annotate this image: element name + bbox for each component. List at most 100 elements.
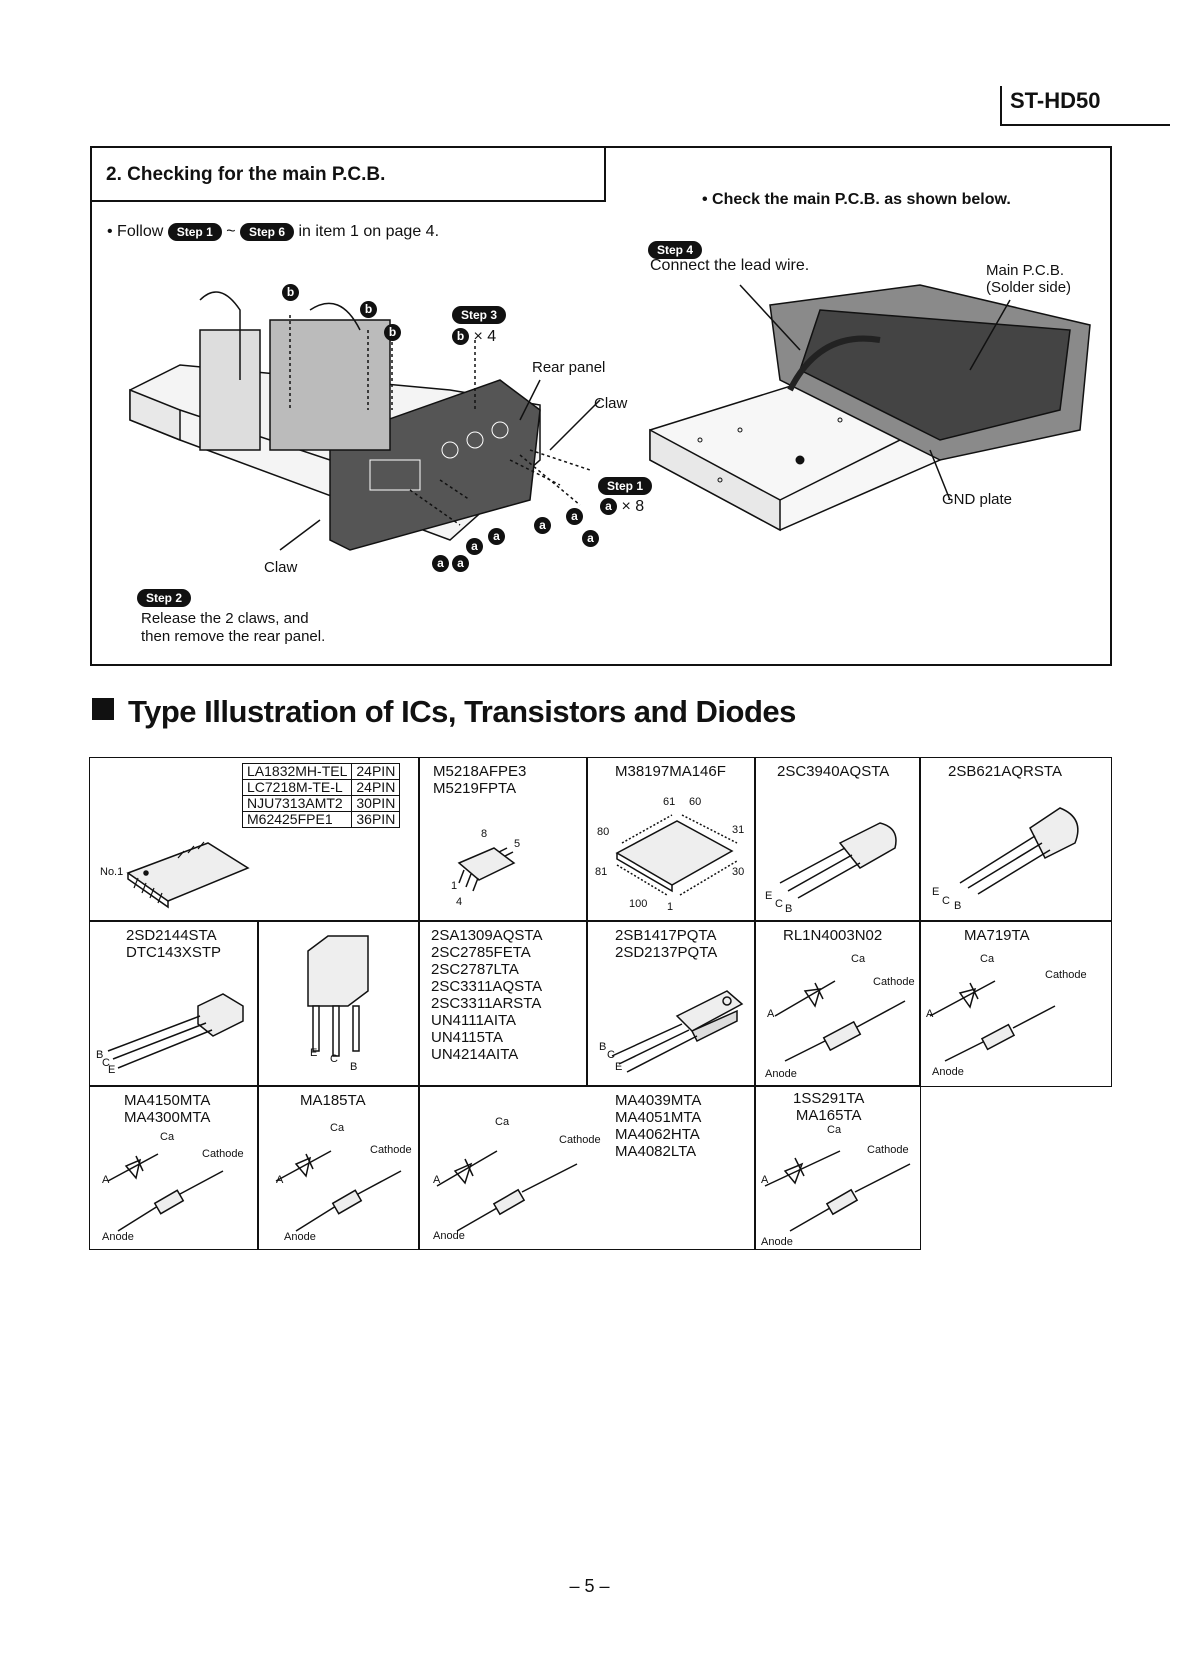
pin-label: 31 [732,824,745,836]
to92-transistor-icon [779,822,897,899]
pin-label: 30 [732,866,745,878]
claw-label: Claw [264,559,298,576]
pin-label: A [433,1174,441,1186]
section-box [90,146,1112,666]
part-name: 2SC3940AQSTA [777,763,890,780]
pin-label: 81 [595,866,608,878]
sop8-ic-icon [457,847,516,892]
pin-label: Cathode [370,1144,412,1156]
part-name: 2SB621AQRSTA [948,763,1062,780]
step1-callout: Step 1 [598,476,653,496]
pin-label: Cathode [202,1148,244,1160]
pin-label: 60 [689,796,702,808]
check-note: • Check the main P.C.B. as shown below. [702,191,1011,208]
pin-label: 100 [629,898,648,910]
diode-icon [107,1153,224,1232]
part-name: MA185TA [300,1092,366,1109]
pin-label: E [310,1047,318,1059]
table-cell: M5218AFPE3 M5219FPTA 8 5 1 4 [418,757,588,922]
pin-label: A [761,1174,769,1186]
pin-label: Anode [284,1231,316,1243]
pin-label: Ca [160,1131,175,1143]
pin-label: B [96,1049,104,1061]
header-rule [1000,86,1002,126]
qfp-ic-icon [615,814,738,896]
screw-a-icon: a [534,517,551,534]
step-badge: Step 3 [452,305,507,324]
pin-label: A [767,1008,775,1020]
header-rule [1000,124,1170,126]
pin-label: Cathode [873,976,915,988]
screw-a-icon: a [582,530,599,547]
table-cell: 2SB621AQRSTA E C B [919,757,1112,922]
pin-label: 1 [667,901,674,913]
part-name: RL1N4003N02 [783,927,883,944]
section-title: 2. Checking for the main P.C.B. [106,164,386,185]
section-heading: Type Illustration of ICs, Transistors an… [92,694,796,730]
part-list: MA4039MTA MA4051MTA MA4062HTA MA4082LTA [615,1092,702,1160]
step-badge: Step 1 [167,222,222,241]
section-title-box: 2. Checking for the main P.C.B. [90,146,606,202]
screw-a-icon: a [488,528,505,545]
pin-label: Ca [851,953,866,965]
page-number: – 5 – [569,1576,610,1596]
pin-label: 8 [481,828,488,840]
pin-label: Cathode [1045,969,1087,981]
pin-label: A [102,1174,110,1186]
pin-label: E [765,890,773,902]
pin-label: E [108,1064,116,1076]
pin-label: Cathode [867,1144,909,1156]
pin-label: Anode [765,1068,797,1080]
screw-b-icon: b [282,284,299,301]
part-list: 1SS291TA MA165TA [793,1090,865,1124]
pin-label: 4 [456,896,463,908]
pin-label: Cathode [559,1134,601,1146]
part-list: 2SA1309AQSTA 2SC2785FETA 2SC2787LTA 2SC3… [431,927,543,1063]
pin-label: C [330,1053,338,1065]
part-list: M5218AFPE3 M5219FPTA [433,763,527,797]
screw-a-icon: a [452,555,469,572]
screw-b-icon: b [384,324,401,341]
table-cell: 2SD2144STA DTC143XSTP B C E [89,920,259,1087]
pin-label: C [102,1057,110,1069]
pin-label: No.1 [100,866,124,878]
part-name: M38197MA146F [615,763,726,780]
table-cell: MA185TA Ca Cathode A Anode [257,1085,420,1250]
step3-callout: Step 3 [452,305,507,325]
screw-a-icon: a [600,498,617,516]
step-badge: Step 4 [648,240,703,259]
step4-callout: Step 4 [648,240,703,260]
diode-icon [436,1150,578,1232]
table-cell: 2SC3940AQSTA E C B [754,757,921,922]
part-list: 2SD2144STA DTC143XSTP [126,927,222,961]
part-list: MA4150MTA MA4300MTA [124,1092,211,1126]
rear-panel-removal-figure [129,291,601,551]
diode-icon [275,1150,402,1232]
table-cell: M38197MA146F 61 60 80 31 81 30 100 1 [586,757,756,922]
diode-icon [774,980,906,1062]
pin-label: Ca [330,1122,345,1134]
sop-ic-icon [126,841,250,909]
step-badge: Step 6 [240,222,295,241]
main-pcb-label: Main P.C.B. (Solder side) [986,262,1072,296]
step2-text: Release the 2 claws, and then remove the… [141,610,326,645]
pin-label: A [276,1174,284,1186]
step-badge: Step 2 [137,588,192,607]
pin-label: B [350,1061,358,1073]
pin-label: C [607,1049,615,1061]
table-cell: 2SB1417PQTA 2SD2137PQTA B C E [586,920,756,1087]
pin-label: B [599,1041,607,1053]
pin-label: Ca [827,1124,842,1136]
screw-b-icon: b [360,301,377,318]
screw-a-icon: a [432,555,449,572]
diode-icon [929,980,1056,1062]
pin-label: Ca [980,953,995,965]
follow-instruction: • Follow Step 1 ~ Step 6 in item 1 on pa… [107,222,440,241]
pin-label: Anode [102,1231,134,1243]
pin-label: A [926,1008,934,1020]
part-list: 2SB1417PQTA 2SD2137PQTA [615,927,718,961]
